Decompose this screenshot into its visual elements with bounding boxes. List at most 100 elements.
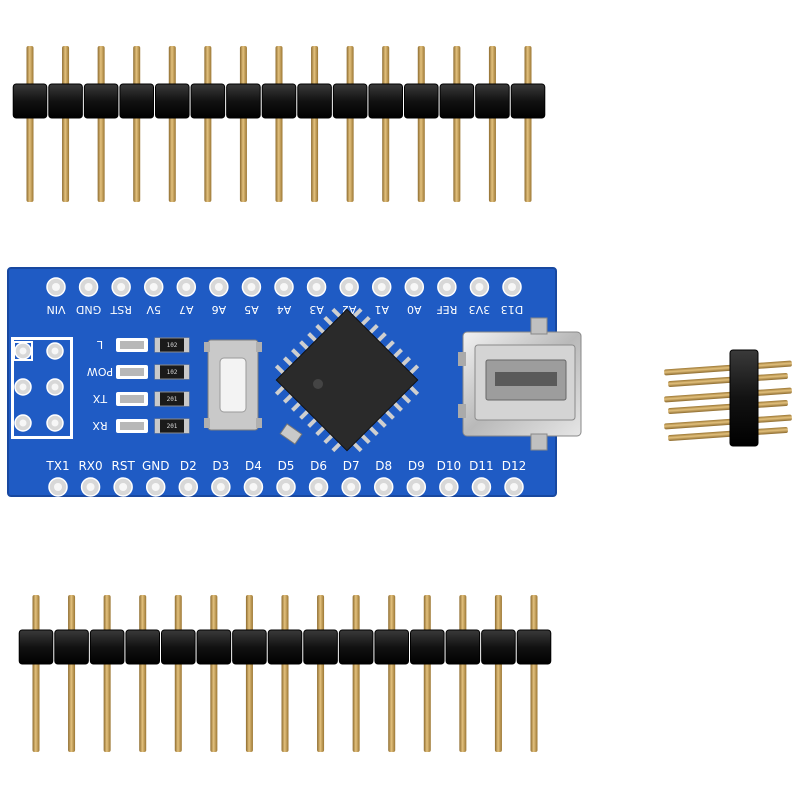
top-pin-label: A4: [277, 303, 292, 316]
resistor-cap: [155, 365, 160, 379]
chip-leg: [360, 434, 371, 445]
chip-leg: [331, 307, 342, 318]
header-block: [196, 629, 232, 665]
chip-leg: [299, 340, 310, 351]
top-pin-label: A5: [244, 303, 259, 316]
gold-pin: [239, 46, 247, 202]
chip-leg: [274, 385, 285, 396]
led-label: TX: [92, 392, 108, 405]
pad-hole: [314, 483, 323, 491]
top-pin-header: [12, 46, 546, 202]
top-pin-label: GND: [76, 303, 101, 316]
top-pin-label: A1: [374, 303, 389, 316]
bottom-pin-label: D4: [245, 459, 262, 473]
gold-pin: [245, 595, 253, 752]
header-block: [12, 83, 48, 119]
resistor-code: 201: [167, 396, 178, 403]
top-pin-label: A3: [309, 303, 324, 316]
pad-hole: [410, 283, 419, 291]
gold-pin: [664, 387, 792, 403]
gold-pin: [346, 46, 354, 202]
reset-button: [204, 339, 262, 431]
pad-hole: [86, 483, 95, 491]
header-block: [161, 629, 196, 665]
gold-pin: [668, 426, 788, 442]
gold-pin: [388, 595, 396, 752]
chip-leg: [307, 332, 318, 343]
chip-leg: [401, 393, 412, 404]
header-block: [404, 83, 439, 119]
pad-hole: [247, 283, 256, 291]
pad-hole: [151, 483, 160, 491]
bottom-pads: [48, 477, 524, 497]
chip-leg: [282, 393, 293, 404]
gold-pin: [133, 46, 141, 202]
resistor-cap: [184, 365, 189, 379]
gold-pin: [494, 595, 502, 752]
chip-leg: [384, 340, 395, 351]
pad-hole: [312, 283, 321, 291]
reset-leg: [256, 418, 262, 428]
resistor-cap: [155, 419, 160, 433]
usb-tab: [458, 404, 466, 418]
chip-legs: [274, 307, 420, 453]
chip-leg: [409, 364, 420, 375]
top-pin-label: RST: [110, 303, 132, 316]
gold-pin: [210, 595, 218, 752]
chip-dot: [313, 379, 323, 389]
top-pin-label: A6: [212, 303, 227, 316]
gold-pin: [139, 595, 147, 752]
bottom-pin-label: D7: [343, 459, 360, 473]
chip-leg: [315, 426, 326, 436]
led: [120, 341, 144, 349]
reset-leg: [204, 418, 210, 428]
gold-pin: [26, 46, 34, 202]
pad-hole: [475, 283, 484, 291]
gold-pin: [488, 46, 496, 202]
microcontroller-chip: [274, 307, 420, 453]
pad-hole: [51, 383, 59, 391]
chip-leg: [323, 315, 334, 326]
header-block: [368, 83, 403, 119]
reset-leg: [204, 342, 210, 352]
bottom-pin-label: D12: [502, 459, 527, 473]
mini-usb-port: [458, 317, 582, 451]
header-block: [261, 83, 297, 119]
top-pin-label: REF: [436, 303, 457, 316]
pad-hole: [444, 483, 453, 491]
chip-leg: [274, 364, 285, 375]
gold-pin: [417, 46, 425, 202]
chip-leg: [331, 442, 342, 453]
gold-pin: [97, 46, 105, 202]
pad-hole: [345, 283, 354, 291]
top-pin-label: A7: [179, 303, 194, 316]
chip-leg: [401, 356, 412, 367]
bottom-pin-label: D6: [310, 459, 327, 473]
header-block: [18, 629, 54, 665]
pad-hole: [52, 283, 60, 291]
chip-leg: [409, 385, 420, 396]
header-block: [338, 629, 374, 665]
resistor-cap: [184, 338, 189, 352]
bottom-pin-label: GND: [142, 459, 170, 473]
bottom-pin-label: D9: [408, 459, 425, 473]
pad-hole: [216, 483, 225, 491]
gold-pin: [382, 46, 390, 202]
header-block: [48, 83, 83, 119]
pad-hole: [149, 283, 158, 291]
pad-hole: [184, 483, 193, 491]
small-component: [279, 423, 303, 445]
icsp-pads: [14, 342, 64, 432]
pad-hole: [379, 483, 388, 491]
gold-pin: [311, 46, 319, 202]
resistor-cap: [184, 392, 189, 406]
bottom-pin-label: TX1: [45, 459, 69, 473]
header-block: [297, 83, 332, 119]
bottom-pin-label: RST: [111, 459, 135, 473]
gold-pin: [275, 46, 283, 202]
gold-pin: [530, 595, 538, 752]
gold-pin: [103, 595, 111, 752]
